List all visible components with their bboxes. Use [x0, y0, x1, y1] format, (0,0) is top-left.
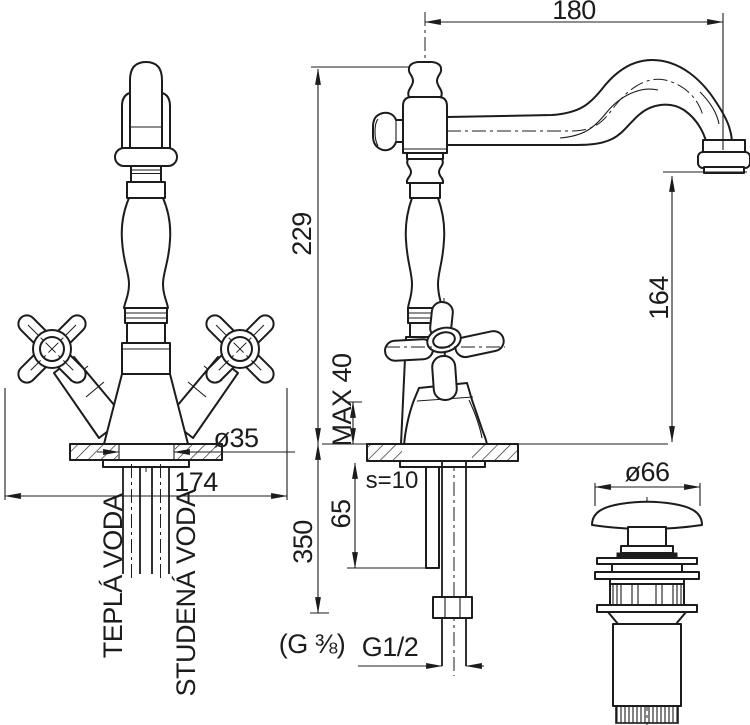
side-handle — [384, 301, 505, 447]
tailpipe — [441, 618, 467, 666]
max-deck-label: MAX 40 — [327, 353, 357, 446]
dim-174: 174 — [4, 388, 288, 500]
dim-229: 229 — [287, 66, 409, 445]
spout-reach-label: 180 — [552, 0, 596, 25]
dim-164: 164 — [322, 171, 747, 445]
dim-350: 350 — [288, 443, 329, 614]
dim-max40: MAX 40 — [327, 353, 362, 447]
hot-water-label: TEPLÁ VODA — [98, 493, 128, 658]
left-cross-handle — [17, 314, 87, 384]
drain-view: ø66 — [591, 457, 703, 725]
deck-thickness-label: s=10 — [366, 467, 419, 494]
hole-diameter-label: ø35 — [213, 423, 258, 453]
thread-note-label: (G ⅜) — [279, 629, 346, 659]
dim-180: 180 — [424, 0, 724, 150]
front-body — [120, 165, 172, 375]
side-top-cap — [407, 61, 443, 98]
tail-length-label: 65 — [326, 499, 356, 528]
front-countertop-section — [69, 443, 223, 468]
spout-height-label: 164 — [644, 276, 674, 320]
drain-cap-diameter-label: ø66 — [624, 457, 669, 487]
mounting-hardware — [425, 461, 473, 666]
thread-label: G1/2 — [362, 632, 419, 662]
side-view: 180 229 164 MAX 40 350 65 s= — [279, 0, 750, 676]
total-height-label: 229 — [287, 212, 317, 256]
front-width-label: 174 — [174, 467, 218, 497]
front-view: 174 ø35 TEPLÁ VODA STUDENÁ VODA — [4, 61, 295, 697]
aerator-face — [703, 166, 745, 174]
drain-body — [591, 500, 703, 724]
tailpipe-nut — [432, 596, 473, 619]
mounting-stud — [425, 466, 440, 569]
dim-65: 65 — [326, 462, 434, 569]
drain-thread — [615, 705, 679, 724]
cold-water-label: STUDENÁ VODA — [171, 489, 201, 697]
front-escutcheon — [103, 373, 189, 445]
right-cross-handle — [205, 314, 275, 384]
front-spout — [114, 61, 178, 167]
drain-cap — [591, 500, 703, 530]
dim-hole-35: ø35 — [97, 423, 295, 455]
supply-pipes — [122, 464, 170, 578]
hose-length-label: 350 — [288, 520, 318, 564]
front-base-flange — [102, 459, 190, 468]
side-spout — [446, 59, 750, 174]
drain-tube — [612, 623, 682, 707]
dim-66: ø66 — [594, 457, 701, 506]
dim-g12: G1/2 — [358, 632, 484, 669]
